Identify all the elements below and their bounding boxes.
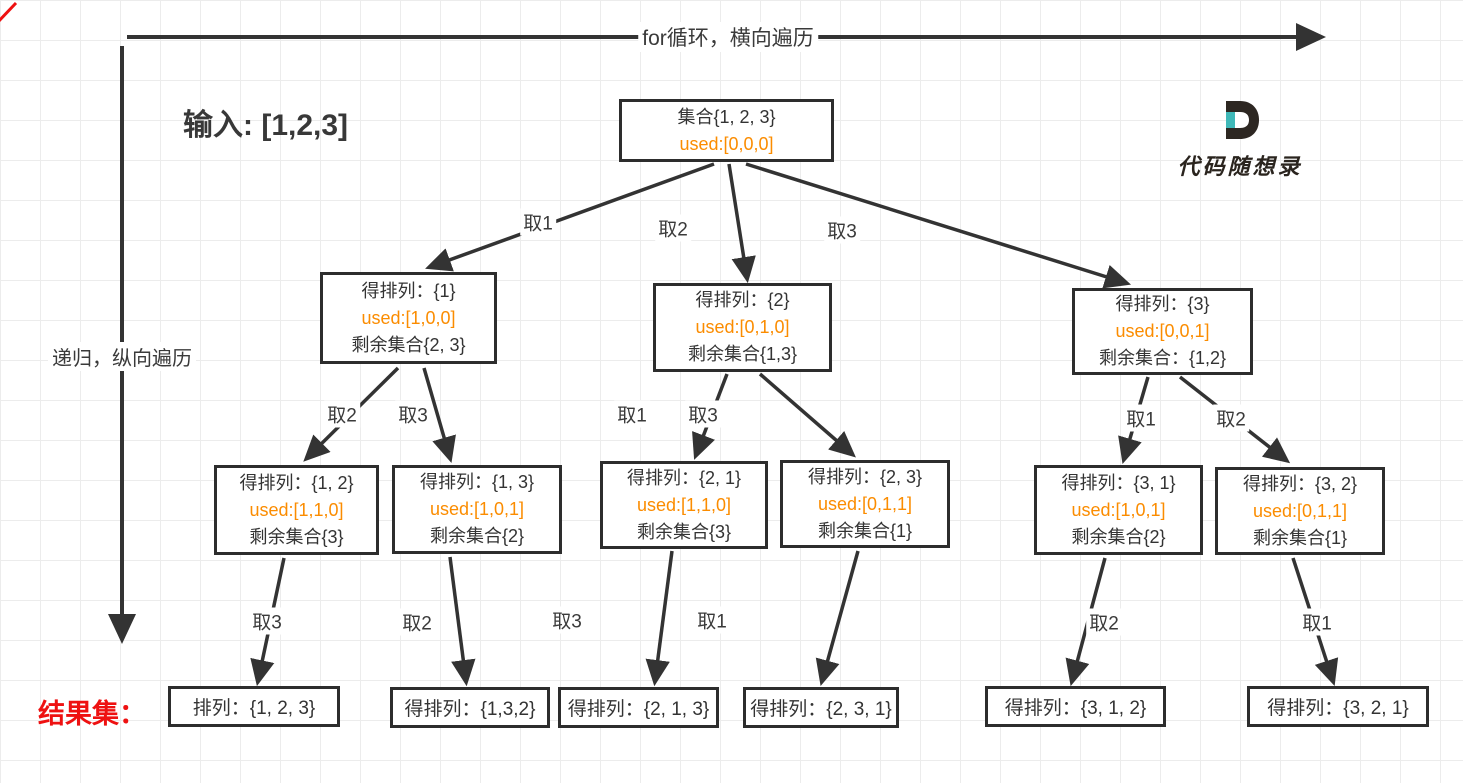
node-used: used:[0,1,1] [1252,500,1348,521]
tree-node-perm-32: 得排列：{3, 2} used:[0,1,1] 剩余集合{1} [1215,467,1385,555]
tree-node-perm-3: 得排列：{3} used:[0,0,1] 剩余集合：{1,2} [1072,288,1253,375]
leaf-node-123: 排列：{1, 2, 3} [168,686,340,727]
node-title: 得排列：{2, 1} [626,467,742,488]
red-corner-mark [0,1,18,23]
node-used: used:[1,0,1] [429,499,525,519]
node-title: 得排列：{3, 2} [1242,473,1358,494]
edge-label-take2-l1: 取2 [655,214,691,242]
node-remaining: 剩余集合{1} [817,520,913,541]
edge-p1-to-p13 [422,367,456,464]
edge-label-take2-l3: 取2 [399,608,435,636]
leaf-node-231: 得排列：{2, 3, 1} [743,687,899,728]
edge-p13-to-leaf2 [448,556,476,687]
edge-label-take3-l3: 取3 [249,607,285,635]
node-title: 集合{1, 2, 3} [677,106,776,127]
node-used: used:[1,0,1] [1071,499,1166,520]
recursion-label: 递归，纵向遍历 [48,342,196,371]
tree-node-perm-31: 得排列：{3, 1} used:[1,0,1] 剩余集合{2} [1034,465,1203,555]
edge-p23-to-leaf4 [815,550,860,687]
edge-label-take1-l1: 取1 [520,208,556,236]
leaf-node-132: 得排列：{1,3,2} [390,687,550,728]
tree-node-perm-13: 得排列：{1, 3} used:[1,0,1] 剩余集合{2} [392,465,562,554]
node-used: used:[0,1,1] [817,493,913,514]
node-title: 得排列：{1, 3} [419,472,535,492]
edge-label-take2-l2: 取2 [324,400,360,428]
edge-label-take1-l3: 取1 [694,606,730,634]
edge-label-take2b-l2: 取2 [1213,404,1249,432]
edge-root-to-p3 [745,162,1132,289]
node-title: 得排列：{2} [695,290,790,310]
node-used: used:[1,0,0] [361,307,456,328]
tree-node-perm-21: 得排列：{2, 1} used:[1,1,0] 剩余集合{3} [600,461,768,549]
edge-label-take3b-l2: 取3 [685,400,721,428]
node-used: used:[0,0,0] [679,133,774,154]
edge-label-take1b-l3: 取1 [1299,608,1335,636]
edge-label-take3-l1: 取3 [824,216,860,244]
edge-label-take3b-l3: 取3 [549,606,585,634]
logo-d-icon [1221,100,1259,140]
for-loop-label: for循环，横向遍历 [638,22,818,52]
node-title: 得排列：{3} [1115,294,1210,314]
node-title: 得排列：{1, 2} [239,472,354,493]
node-remaining: 剩余集合{3} [636,521,732,542]
edge-root-to-p2 [727,163,756,284]
node-remaining: 剩余集合{2, 3} [351,334,466,355]
node-used: used:[0,1,0] [695,317,790,337]
input-label: 输入: [1,2,3] [183,109,349,142]
edge-p21-to-leaf3 [645,550,674,687]
logo: 代码随想录 [1160,100,1320,181]
result-set-label: 结果集： [38,699,146,729]
node-remaining: 剩余集合{2} [1071,526,1166,547]
edge-label-take3-l2: 取3 [395,400,431,428]
node-title: 得排列：{3, 1} [1061,472,1176,493]
edge-label-take1-l2: 取1 [614,400,650,428]
node-used: used:[1,1,0] [249,499,344,520]
tree-node-perm-12: 得排列：{1, 2} used:[1,1,0] 剩余集合{3} [214,465,379,555]
logo-text: 代码随想录 [1177,154,1303,180]
leaf-node-312: 得排列：{3, 1, 2} [985,686,1166,727]
tree-node-perm-23: 得排列：{2, 3} used:[0,1,1] 剩余集合{1} [780,460,950,548]
node-used: used:[1,1,0] [636,494,732,515]
tree-node-root: 集合{1, 2, 3} used:[0,0,0] [619,99,834,162]
node-used: used:[0,0,1] [1115,321,1210,341]
leaf-node-321: 得排列：{3, 2, 1} [1247,686,1429,727]
node-remaining: 剩余集合：{1,2} [1098,348,1227,368]
edge-root-to-p1 [425,162,715,272]
node-title: 得排列：{2, 3} [807,466,923,487]
tree-node-perm-2: 得排列：{2} used:[0,1,0] 剩余集合{1,3} [653,283,832,372]
node-remaining: 剩余集合{1} [1252,527,1348,548]
leaf-node-213: 得排列：{2, 1, 3} [558,687,719,728]
node-remaining: 剩余集合{3} [249,526,344,547]
edge-p2-to-p23 [758,372,856,458]
node-remaining: 剩余集合{2} [429,526,525,546]
edge-label-take1b-l2: 取1 [1123,404,1159,432]
edge-label-take2b-l3: 取2 [1086,608,1122,636]
tree-node-perm-1: 得排列：{1} used:[1,0,0] 剩余集合{2, 3} [320,272,497,364]
node-title: 得排列：{1} [361,280,456,301]
node-remaining: 剩余集合{1,3} [687,344,798,364]
